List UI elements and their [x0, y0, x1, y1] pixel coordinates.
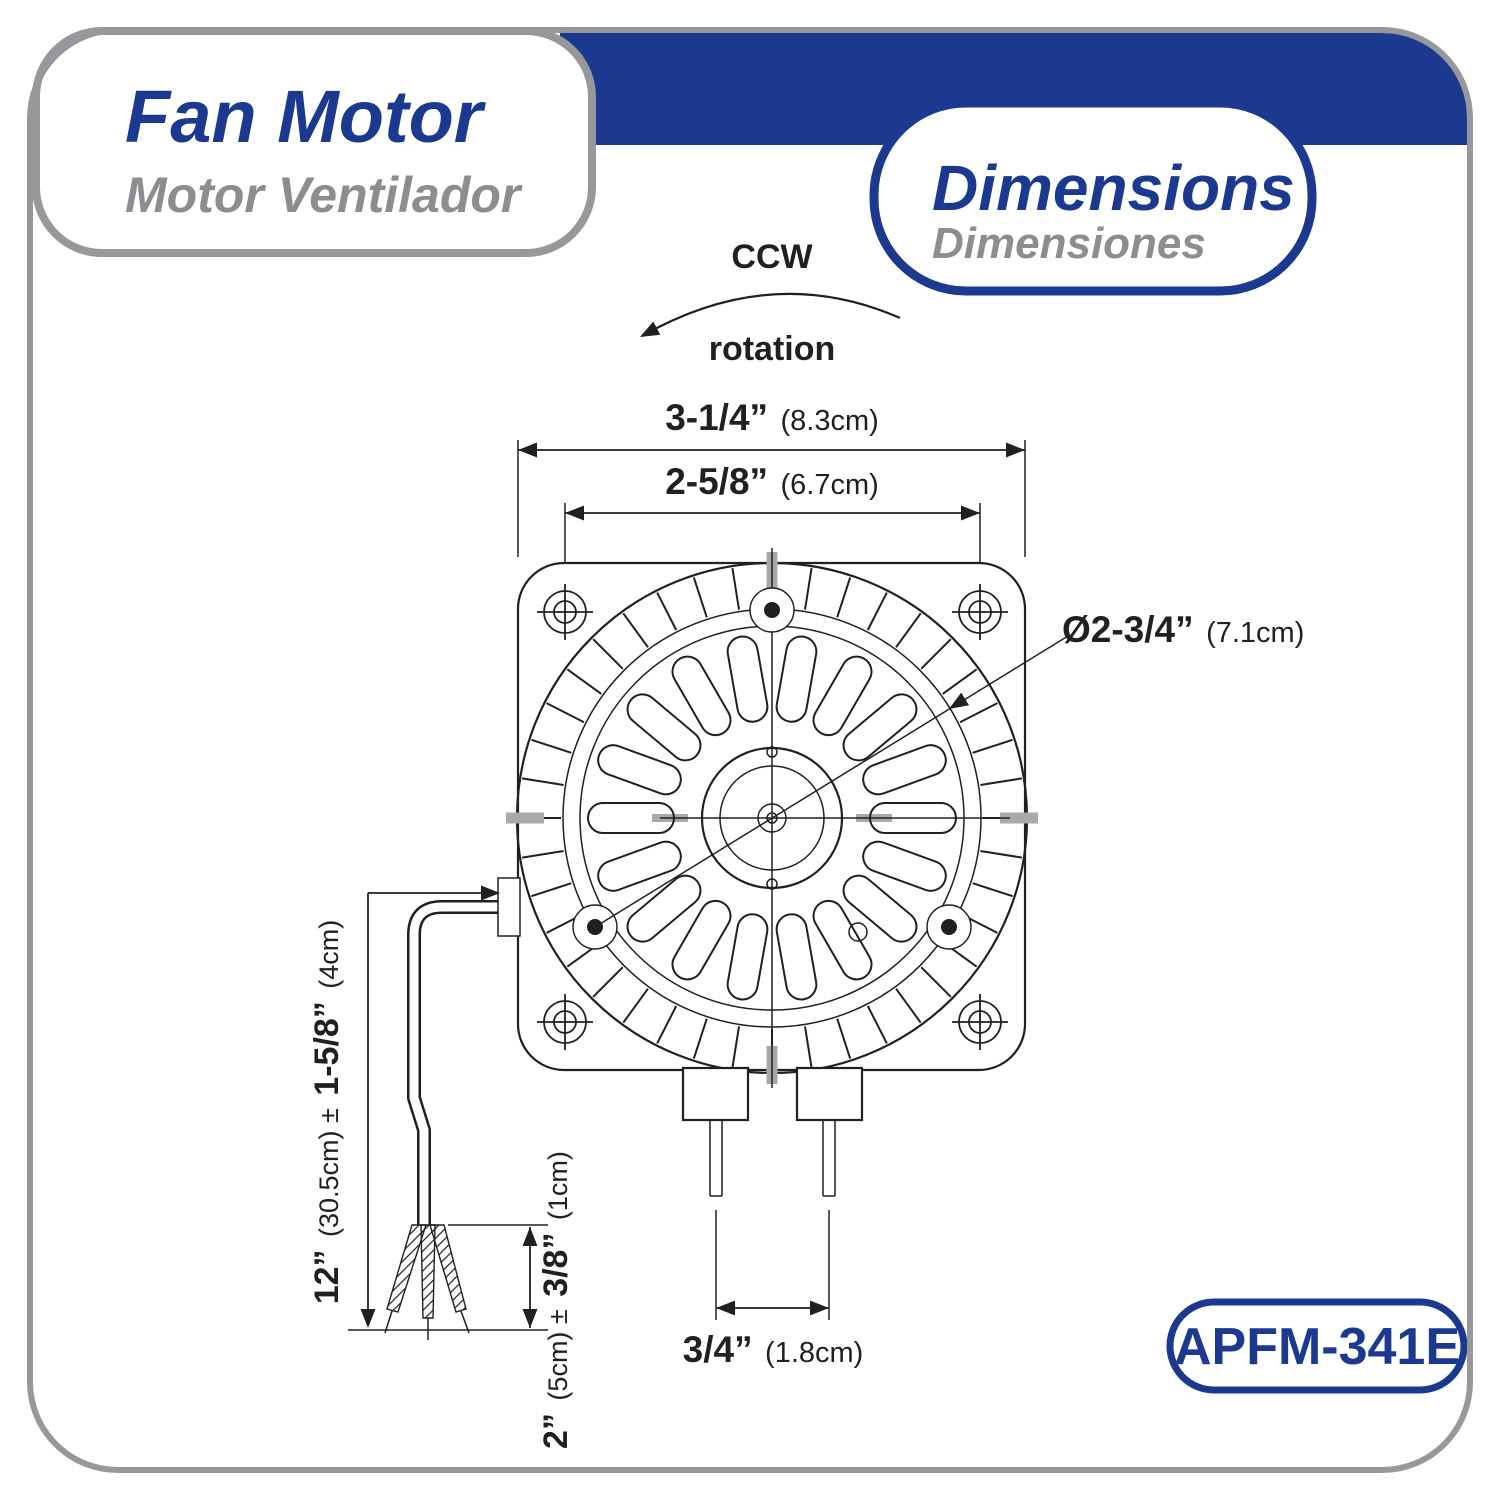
terminal-block-left	[681, 1066, 750, 1122]
page-border	[27, 27, 1473, 1473]
bolt-circle-leader	[594, 635, 1069, 928]
model-number: APFM-341E	[1174, 1318, 1460, 1376]
dim-strip-length-label: 2” (5cm) ± 3/8” (1cm)	[537, 1151, 575, 1449]
model-badge: APFM-341E	[1166, 1298, 1468, 1394]
lead-wire	[384, 877, 521, 1340]
dim-lead-length: 12” (30.5cm) ± 1-5/8” (4cm)	[308, 885, 548, 1331]
panel-subtitle: Dimensiones	[932, 219, 1206, 268]
rotation-direction-label: CCW	[731, 238, 813, 276]
panel-title: Dimensions	[932, 152, 1295, 224]
motor-body: Ø2-3/4” (7.1cm)	[506, 548, 1304, 1088]
rotor-vent-slots	[587, 635, 957, 1001]
dim-strip-length: 2” (5cm) ± 3/8” (1cm)	[448, 1151, 575, 1449]
terminal-block-right	[795, 1066, 864, 1122]
dim-terminal-spacing: 3/4” (1.8cm)	[683, 1210, 864, 1370]
dim-mount-spacing: 2-5/8” (6.7cm)	[564, 461, 981, 598]
dim-overall-width-label: 3-1/4” (8.3cm)	[665, 397, 879, 438]
model-badge-frame	[1166, 1298, 1468, 1394]
product-subtitle: Motor Ventilador	[125, 167, 523, 223]
product-title: Fan Motor	[125, 75, 487, 158]
dim-bolt-circle-label: Ø2-3/4” (7.1cm)	[1062, 609, 1304, 650]
dimensions-badge: Dimensions Dimensiones	[869, 98, 1317, 296]
terminal-pins	[709, 1120, 836, 1197]
cooling-fins	[519, 565, 1025, 1071]
rotation-arc	[641, 292, 901, 337]
mounting-holes	[537, 584, 1008, 1050]
product-badge: Fan Motor Motor Ventilador	[32, 27, 596, 257]
stripped-strands	[384, 1224, 470, 1340]
dim-overall-width: 3-1/4” (8.3cm)	[517, 397, 1026, 557]
dim-mount-spacing-label: 2-5/8” (6.7cm)	[665, 461, 879, 502]
rotation-arrowhead	[636, 321, 661, 344]
wire-exit-block	[497, 877, 521, 937]
dim-bolt-circle: Ø2-3/4” (7.1cm)	[594, 609, 1304, 928]
rotation-label: rotation	[709, 330, 836, 368]
dim-terminal-spacing-label: 3/4” (1.8cm)	[683, 1329, 864, 1370]
dim-lead-length-label: 12” (30.5cm) ± 1-5/8” (4cm)	[308, 920, 346, 1305]
rotation-annotation: CCW rotation	[636, 238, 901, 368]
terminals: 3/4” (1.8cm)	[681, 1066, 864, 1370]
dimensions-badge-frame	[869, 98, 1317, 296]
